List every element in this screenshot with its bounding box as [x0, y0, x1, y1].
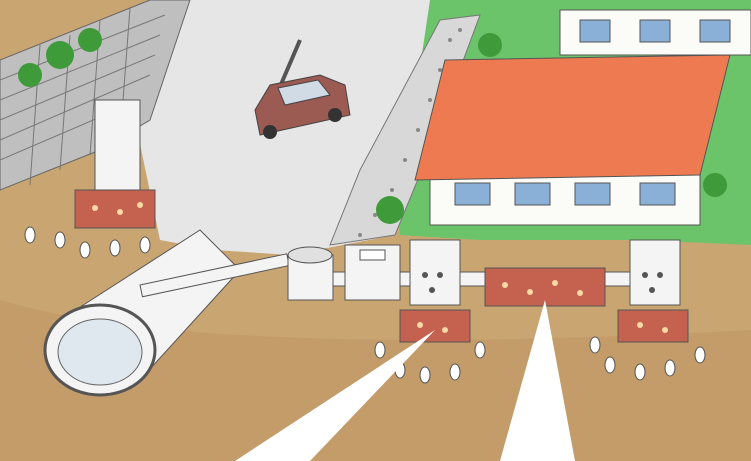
catch-basin — [288, 247, 333, 300]
house-roof — [415, 55, 730, 180]
